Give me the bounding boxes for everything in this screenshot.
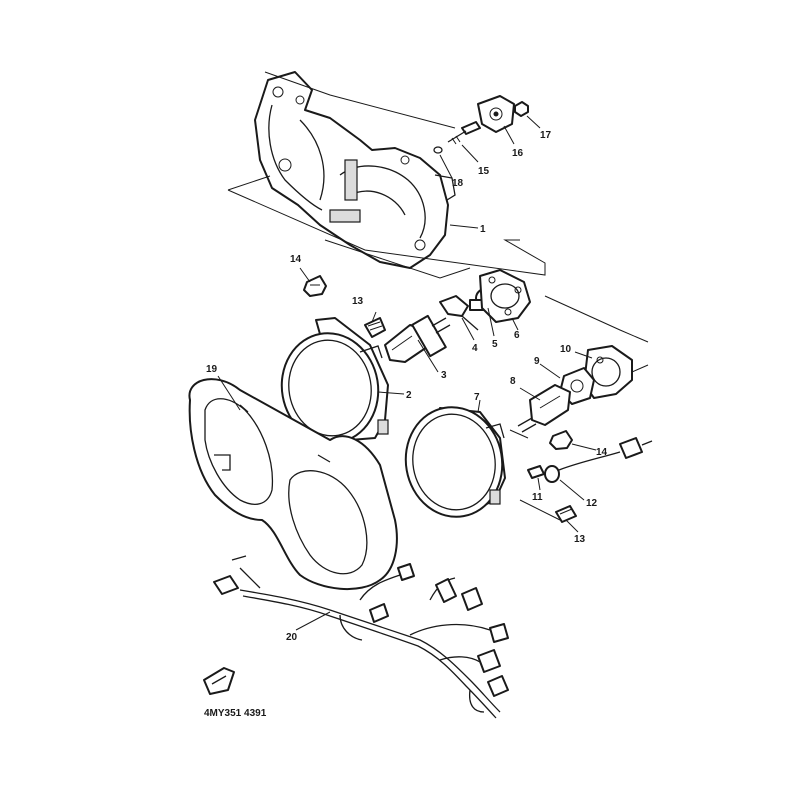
position-bulb [527, 465, 545, 479]
bulb-retainer-clip [439, 295, 479, 331]
callout-14-lower: 14 [596, 447, 608, 458]
callout-7: 7 [474, 392, 480, 403]
headlight-unit-right [404, 406, 506, 518]
socket-upper [364, 317, 386, 338]
wiring-harness [213, 555, 509, 719]
socket-lower [555, 505, 577, 523]
leader-lines [217, 115, 597, 631]
headlight-housing [254, 71, 456, 269]
o-ring [433, 146, 443, 154]
callout-13-upper: 13 [352, 296, 364, 307]
callout-11: 11 [532, 492, 543, 503]
callout-13-lower: 13 [574, 534, 586, 545]
callout-labels: 1 2 3 4 5 6 7 8 9 10 11 12 13 13 14 14 1… [206, 130, 608, 643]
headlight-bulb-right [517, 384, 571, 433]
diagram-part-code: 4MY351 4391 [204, 708, 267, 719]
callout-19: 19 [206, 364, 218, 375]
dust-cover [479, 269, 531, 323]
callout-5: 5 [492, 339, 498, 350]
callout-17: 17 [540, 130, 552, 141]
position-socket [544, 437, 653, 483]
callout-18: 18 [452, 178, 464, 189]
callout-9: 9 [534, 356, 540, 367]
callout-8: 8 [510, 376, 516, 387]
callout-15: 15 [478, 166, 490, 177]
callout-3: 3 [441, 370, 447, 381]
callout-12: 12 [586, 498, 598, 509]
adjuster-bracket [477, 95, 515, 133]
headlight-bulb [384, 314, 451, 363]
callout-6: 6 [514, 330, 520, 341]
callout-10: 10 [560, 344, 572, 355]
callout-14-upper: 14 [290, 254, 302, 265]
adjuster-nut [514, 101, 529, 117]
right-callout-frame [509, 295, 649, 521]
callout-16: 16 [512, 148, 524, 159]
headlight-unit-left [280, 317, 389, 444]
harness-clip [203, 667, 235, 695]
headlight-rim [188, 378, 398, 591]
callout-4: 4 [472, 343, 478, 354]
grommet-lower [549, 430, 573, 450]
callout-2: 2 [406, 390, 412, 401]
callout-1: 1 [480, 224, 486, 235]
callout-20: 20 [286, 632, 298, 643]
adjuster-bolt [447, 121, 481, 145]
housing-callout-frame [227, 71, 546, 279]
